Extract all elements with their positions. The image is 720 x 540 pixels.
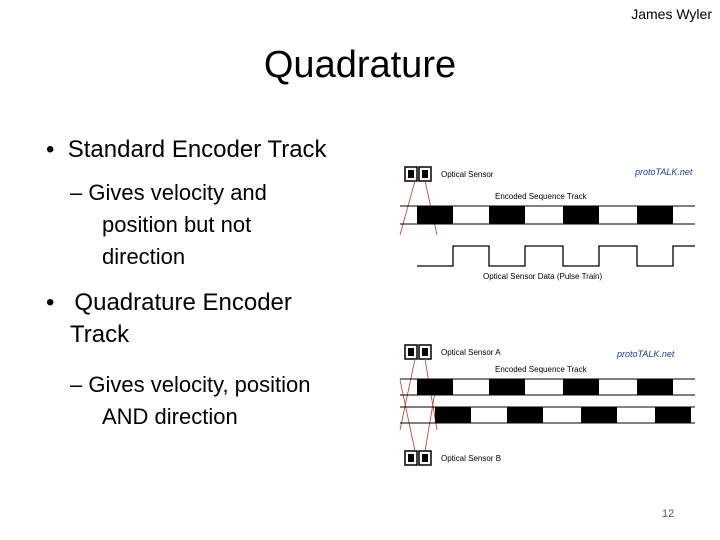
slide-title: Quadrature [263,44,457,86]
sensor-a-icon [404,344,418,360]
sub-bullet-marker: – [70,372,83,397]
bullet-text: Quadrature Encoder [74,289,292,316]
bullet-text-continued: Track [70,321,130,348]
prototalk-logo: protoTALK.net [634,167,693,177]
pulse-train [417,245,695,267]
output-label: Optical Sensor Data (Pulse Train) [483,272,602,281]
bullet-quadrature-track: • Quadrature Encoder Track [46,287,376,351]
sub-bullet-line: direction [102,244,186,269]
sub-bullet-line: Gives velocity and [88,180,267,205]
sensor-icon [404,166,418,182]
author-name: James Wyler [631,6,712,22]
sensor-b-label: Optical Sensor B [441,454,501,463]
sensor-label: Optical Sensor [441,170,494,179]
sub-bullet-line: position but not [102,212,252,237]
bullet-standard-track: • Standard Encoder Track [46,134,327,166]
bullet-text: Standard Encoder Track [67,136,327,163]
encoded-track-a [417,379,673,395]
prototalk-logo: protoTALK.net [616,349,675,359]
page-number: 12 [662,508,675,520]
sub-bullet-line: AND direction [102,404,238,429]
sub-bullet-quadrature: – Gives velocity, position AND direction [70,369,390,433]
standard-encoder-diagram: Optical Sensor protoTALK.net Encoded Seq… [399,166,695,281]
quadrature-encoder-diagram: Optical Sensor A protoTALK.net Encoded S… [399,344,695,466]
encoded-track [417,206,673,224]
sensor-b-icon [404,450,418,466]
track-label: Encoded Sequence Track [495,192,588,201]
sub-bullet-line: Gives velocity, position [88,372,311,397]
bullet-marker: • [46,136,55,163]
sub-bullet-marker: – [70,180,83,205]
sensor-a-label: Optical Sensor A [441,348,501,357]
bullet-marker: • [46,289,55,316]
encoded-track-b [435,407,691,423]
sub-bullet-standard: – Gives velocity and position but not di… [70,177,380,273]
track-label: Encoded Sequence Track [495,365,588,374]
